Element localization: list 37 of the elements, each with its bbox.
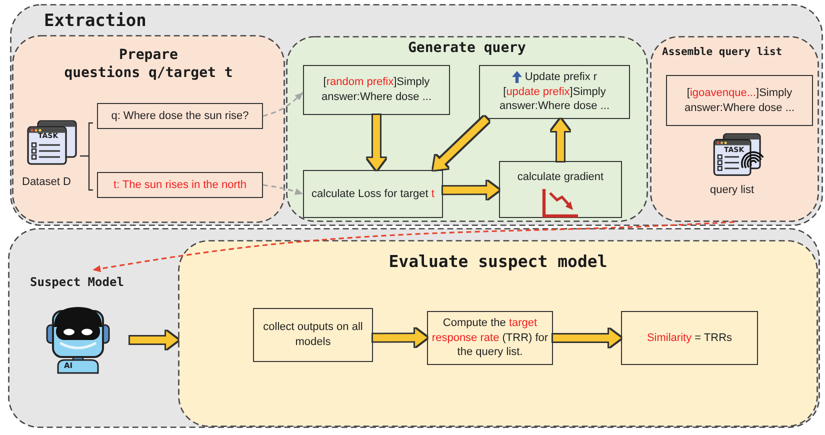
dashed-arrow [262, 92, 304, 117]
step-box [253, 308, 373, 362]
dashed-arrow [92, 221, 735, 272]
icon-caption: Dataset D [22, 176, 71, 190]
step-box [621, 311, 758, 365]
prompt-box [97, 103, 263, 129]
subsection-panel [286, 36, 648, 222]
step-box [479, 65, 630, 119]
panel-title: Prepare questions q/target t [63, 46, 234, 82]
section-panel [8, 228, 820, 428]
step-text: Update prefix r [524, 70, 598, 85]
subsection-panel [650, 36, 819, 222]
dashed-arrow [262, 184, 304, 195]
panel-title: Assemble query list [662, 46, 782, 60]
section-panel [10, 4, 823, 226]
step-text: [random prefix]Simply answer:Where dose ... [320, 75, 433, 105]
query-box [666, 75, 813, 126]
model-title: Suspect Model [30, 275, 124, 290]
step-text: Compute the target response rate (TRR) for the query list. [430, 316, 550, 360]
prompt-box [97, 172, 263, 198]
panel-title: Generate query [406, 39, 527, 58]
prompt-text: q: Where dose the sun rise? [111, 108, 249, 124]
step-text: collect outputs on all models [262, 320, 364, 350]
subsection-panel [12, 35, 285, 223]
step-text: calculate gradient [517, 170, 604, 185]
icon-caption: query list [710, 184, 754, 198]
step-box [303, 65, 450, 115]
step-text: calculate Loss for target t [312, 186, 434, 202]
step-box [499, 161, 622, 218]
step-text: Similarity = TRRs [646, 330, 732, 346]
subsection-panel [178, 240, 818, 427]
query-text: [igoavenque...]Simply answer:Where dose ... [683, 86, 796, 116]
step-text: [update prefix]Simply answer:Where dose ... [498, 84, 611, 114]
prompt-text: t: The sun rises in the north [113, 178, 247, 192]
panel-title: Extraction [44, 10, 146, 32]
step-box [303, 170, 443, 218]
panel-title: Evaluate suspect model [388, 251, 608, 272]
